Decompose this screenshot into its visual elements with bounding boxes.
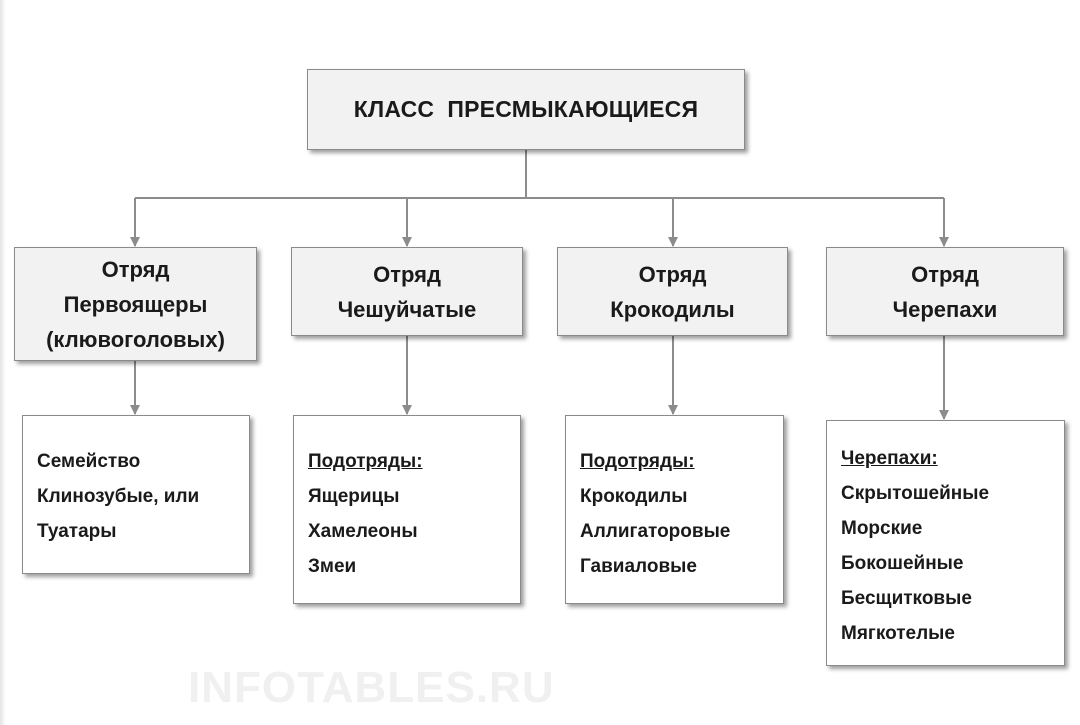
detail-item: Мягкотелые [841,623,955,644]
detail-item: Гавиаловые [580,556,697,577]
detail-item: Семейство [37,451,141,472]
order-note: (клювоголовых) [46,326,225,352]
detail-box-squamata: Подотряды: Ящерицы Хамелеоны Змеи [293,415,521,604]
detail-heading: Черепахи: [841,448,938,469]
detail-item: Туатары [37,521,117,542]
order-label: Отряд [638,261,707,287]
order-label: Отряд [373,261,441,287]
order-label: Отряд [911,261,979,287]
order-name: Чешуйчатые [337,296,477,322]
detail-item: Аллигаторовые [580,521,731,542]
detail-item: Хамелеоны [308,521,418,542]
detail-box-first: Семейство Клинозубые, или Туатары [22,415,250,574]
detail-item: Бокошейные [841,553,964,574]
detail-heading: Подотряды: [308,451,423,472]
detail-item: Скрытошейные [841,483,990,504]
detail-item: Бесщитковые [841,588,972,609]
detail-item: Морские [841,518,923,539]
watermark: INFOTABLES.RU [188,663,555,712]
detail-item: Ящерицы [308,486,400,507]
order-name: Крокодилы [610,296,735,322]
order-box-crocodilia: Отряд Крокодилы [557,247,788,336]
order-name: Черепахи [892,296,998,322]
detail-box-crocodilia: Подотряды: Крокодилы Аллигаторовые Гавиа… [565,415,784,604]
class-title: КЛАСС ПРЕСМЫКАЮЩИЕСЯ [353,96,699,122]
order-label: Отряд [101,256,170,282]
detail-item: Клинозубые, или [37,486,200,507]
left-edge-shade [0,0,6,725]
order-box-first: Отряд Первоящеры (клювоголовых) [14,247,257,361]
class-title-box: КЛАСС ПРЕСМЫКАЮЩИЕСЯ [307,69,745,150]
order-name: Первоящеры [63,291,208,317]
detail-item: Крокодилы [580,486,688,507]
detail-heading: Подотряды: [580,451,695,472]
detail-item: Змеи [308,556,357,577]
detail-box-testudines: Черепахи: Скрытошейные Морские Бокошейны… [826,420,1065,666]
order-box-testudines: Отряд Черепахи [826,247,1064,336]
order-box-squamata: Отряд Чешуйчатые [291,247,523,336]
